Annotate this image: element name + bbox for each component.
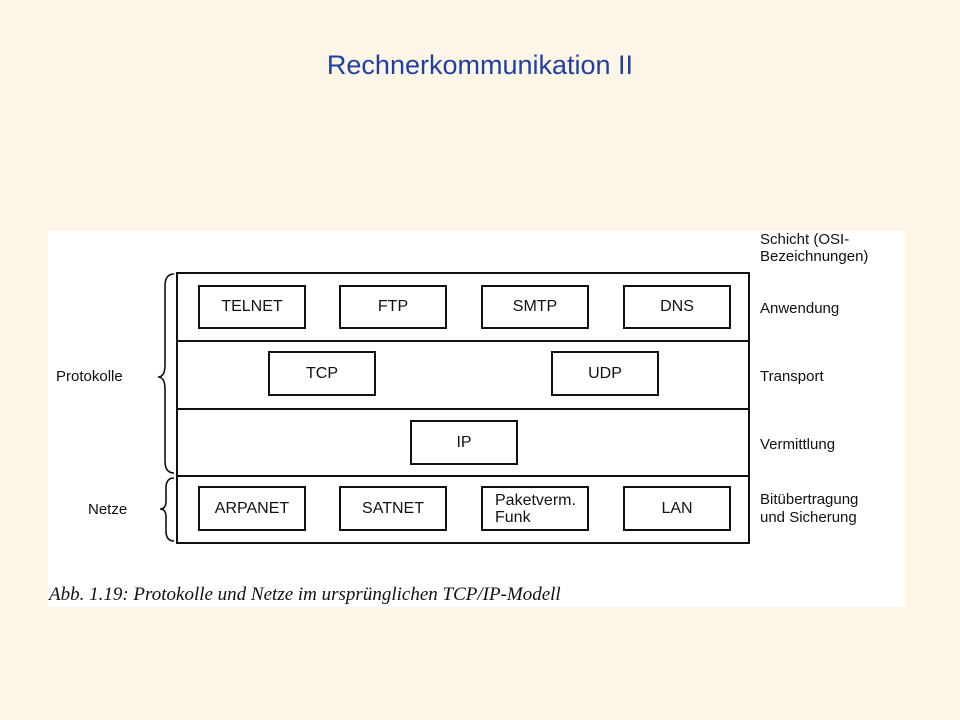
network-lan: LAN — [623, 486, 731, 531]
protocol-dns: DNS — [623, 285, 731, 329]
brace-netze-icon — [159, 477, 175, 542]
protocol-smtp: SMTP — [481, 285, 589, 329]
group-label-protokolle: Protokolle — [56, 368, 123, 385]
figure-caption: Abb. 1.19: Protokolle und Netze im urspr… — [49, 584, 561, 605]
network-paketverm-line1: Paketverm. — [495, 491, 576, 509]
network-arpanet: ARPANET — [198, 486, 306, 531]
protocol-ftp: FTP — [339, 285, 447, 329]
layer-transport — [176, 340, 750, 410]
layer-label-anwendung: Anwendung — [760, 300, 840, 317]
header-label-line1: Schicht (OSI- — [760, 231, 850, 248]
layer-label-transport: Transport — [760, 368, 824, 385]
layer-label-bituebertragung-line1: Bitübertragung — [760, 491, 859, 508]
network-paketverm-funk: Paketverm. Funk — [481, 486, 589, 531]
protocol-telnet: TELNET — [198, 285, 306, 329]
layer-label-vermittlung: Vermittlung — [760, 436, 836, 453]
tcp-ip-model-figure: TELNET FTP SMTP DNS TCP UDP IP ARPANET S… — [48, 231, 905, 607]
brace-protokolle-icon — [157, 273, 175, 474]
protocol-tcp: TCP — [268, 351, 376, 396]
network-satnet: SATNET — [339, 486, 447, 531]
protocol-ip: IP — [410, 420, 518, 465]
group-label-netze: Netze — [88, 501, 128, 518]
slide-title: Rechnerkommunikation II — [326, 50, 634, 80]
network-paketverm-line2: Funk — [495, 508, 531, 526]
header-label-line2: Bezeichnungen) — [760, 248, 869, 265]
brace-group-graphics — [157, 273, 175, 542]
layer-label-bituebertragung-line2: und Sicherung — [760, 509, 857, 526]
layer-physical — [176, 475, 750, 544]
protocol-udp: UDP — [551, 351, 659, 396]
